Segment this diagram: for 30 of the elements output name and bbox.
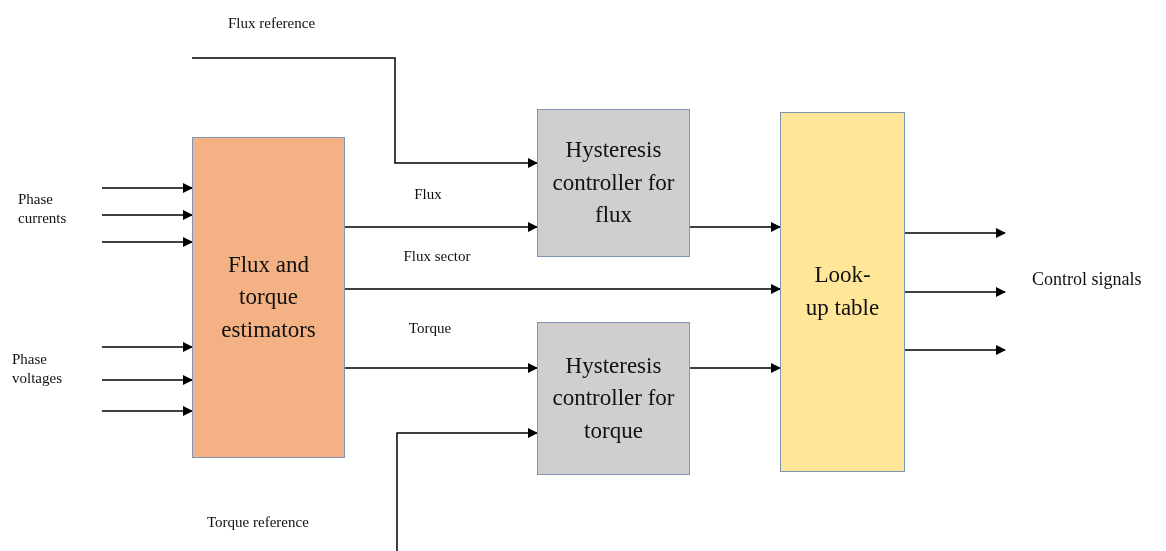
arrow — [101, 406, 193, 416]
box-label: Flux and torque estimators — [220, 250, 317, 344]
arrow — [191, 57, 538, 168]
edge-label: Torque — [406, 320, 454, 337]
arrow — [101, 375, 193, 385]
signal-label: Phase voltages — [12, 350, 63, 388]
arrow — [344, 363, 538, 373]
arrow — [344, 222, 538, 232]
arrow — [904, 345, 1006, 355]
process-box — [780, 112, 905, 472]
arrow — [904, 228, 1006, 238]
signal-label: Torque reference — [207, 513, 310, 532]
arrow — [101, 237, 193, 247]
signal-label: Control signals — [1032, 268, 1143, 291]
arrow — [344, 284, 781, 294]
box-label: Hysteresis controller for flux — [551, 136, 676, 230]
arrow — [101, 342, 193, 352]
process-box — [192, 137, 345, 458]
arrow — [396, 428, 538, 551]
arrow — [101, 210, 193, 220]
box-label: Look-up table — [804, 261, 881, 322]
process-box — [537, 322, 690, 475]
arrow — [904, 287, 1006, 297]
arrow — [689, 363, 781, 373]
arrow — [689, 222, 781, 232]
signal-label: Phase currents — [18, 190, 68, 228]
signal-label: Flux reference — [228, 14, 317, 33]
process-box — [537, 109, 690, 257]
arrow — [101, 183, 193, 193]
box-label: Hysteresis controller for torque — [551, 351, 676, 445]
